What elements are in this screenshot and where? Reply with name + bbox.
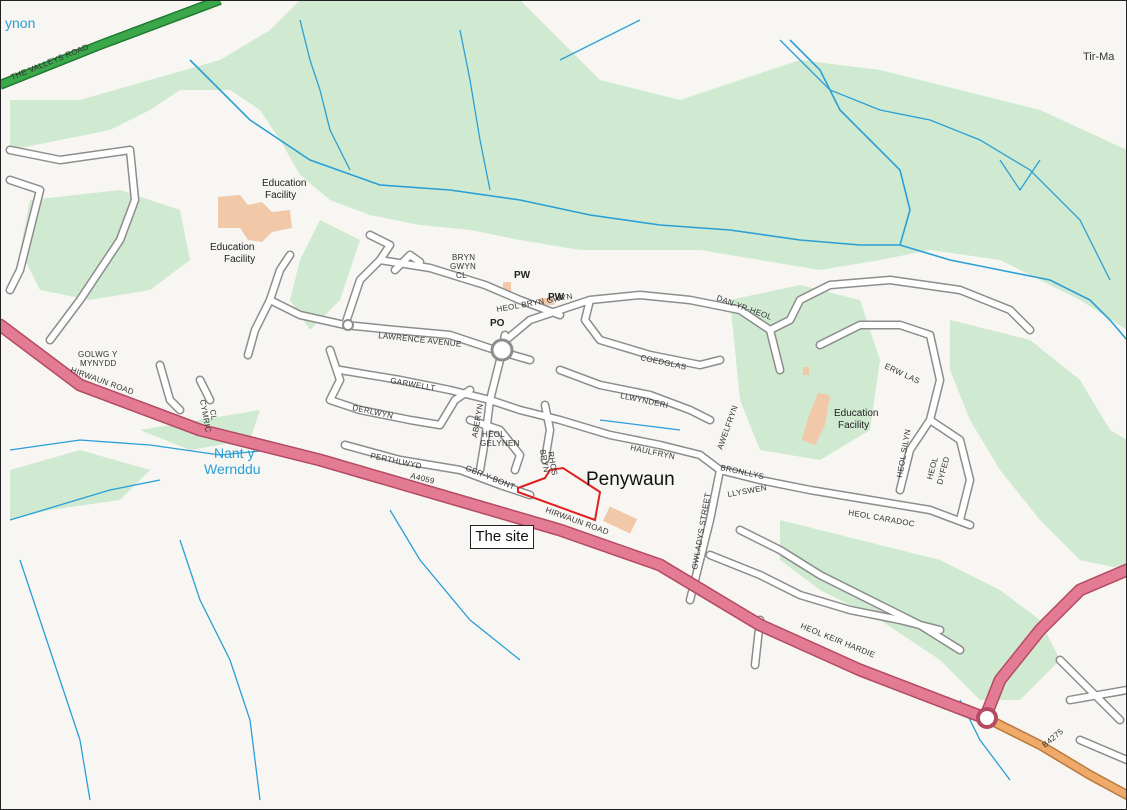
buildings-layer (218, 195, 830, 534)
minor-roads-layer (5, 145, 1127, 765)
road-label-bryn-gwyn-cl-3: CL (456, 271, 467, 280)
road-label-cymric-2: CL (208, 409, 219, 421)
site-boundary[interactable] (517, 466, 602, 522)
road-label-bryn-gwyn-cl-2: GWYN (450, 262, 476, 271)
education-label-1b: Facility (265, 190, 296, 201)
hirwaun-road (0, 318, 1127, 725)
site-label-box: The site (470, 525, 534, 549)
road-label-awelfryn: AWELFRYN (715, 404, 739, 451)
road-label-b4275: B4275 (1041, 727, 1066, 750)
road-label-heol-caradoc: HEOL CARADOC (848, 508, 916, 529)
education-label-1a: Education (262, 178, 306, 189)
education-label-3a: Education (834, 408, 878, 419)
stream-label-line1: Nant y (214, 445, 254, 461)
education-label-3b: Facility (838, 420, 869, 431)
po-label: PO (490, 318, 505, 329)
road-label-bryn-rhos-1: BRYN (538, 449, 551, 474)
road-label-perthlwyd: PERTHLWYD (370, 451, 423, 471)
place-label-penywaun: Penywaun (586, 469, 675, 490)
small-building (803, 367, 809, 375)
road-label-bryn-rhos-2: RHOS (546, 451, 559, 477)
education-label-2a: Education (210, 242, 254, 253)
road-label-bryn-gwyn-cl-1: BRYN (452, 253, 475, 262)
b4275-road (985, 715, 1127, 800)
education-building-1 (218, 195, 292, 242)
education-label-2b: Facility (224, 254, 255, 265)
road-label-valleys-road: THE VALLEYS ROAD (9, 42, 90, 82)
stream-label-line2: Wernddu (204, 461, 261, 477)
road-label-heol-gelynen-1: HEOL (482, 430, 505, 439)
road-label-derlwyn: DERLWYN (352, 403, 394, 420)
roundabout-a4059 (976, 707, 998, 729)
road-label-erw-las: ERW LAS (883, 362, 921, 386)
pw-label-2: PW (548, 292, 565, 303)
roundabout-minor (490, 338, 514, 362)
pw-building-1 (503, 282, 511, 296)
road-label-llyswen: LLYSWEN (727, 483, 768, 499)
road-label-golwg-2: MYNYDD (80, 359, 116, 368)
commercial-building (603, 506, 637, 534)
road-label-heol-gelynen-2: GELYNEN (480, 439, 520, 448)
place-label-tir-ma: Tir-Ma (1083, 51, 1115, 63)
pw-building-2 (540, 298, 554, 305)
woodland-layer (10, 0, 1127, 700)
road-label-golwg-1: GOLWG Y (78, 350, 118, 359)
education-building-2 (802, 393, 830, 445)
water-layer (9, 19, 1127, 801)
pw-label-1: PW (514, 270, 531, 281)
place-label-ynon: ynon (5, 15, 35, 31)
valleys-road (0, 0, 222, 90)
